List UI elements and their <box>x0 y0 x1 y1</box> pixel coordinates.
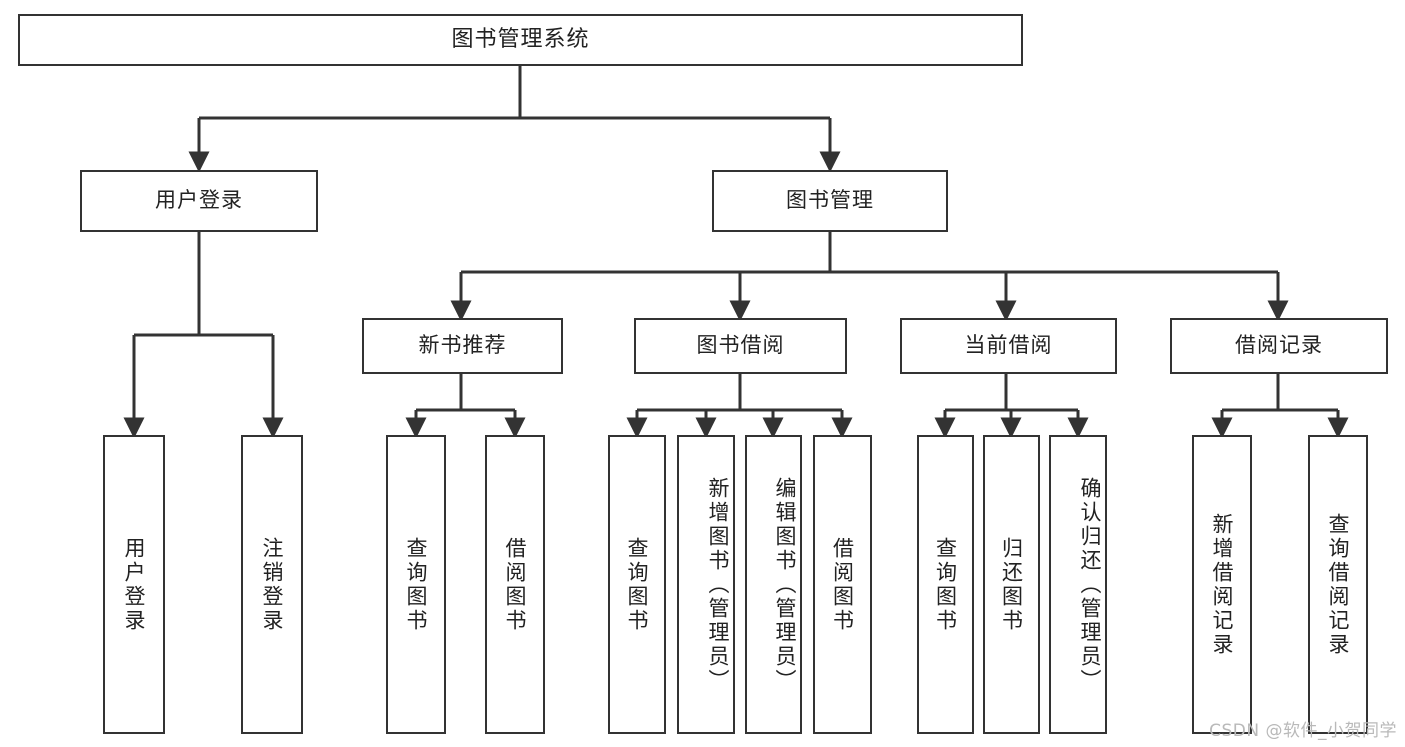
leaf-confirm-return-admin[interactable]: 确认归还（管理员） <box>1049 435 1107 734</box>
leaf-borrow-book-borrow[interactable]: 借阅图书 <box>813 435 872 734</box>
leaf-query-borrow-record[interactable]: 查询借阅记录 <box>1308 435 1368 734</box>
node-current-borrow[interactable]: 当前借阅 <box>900 318 1117 374</box>
leaf-logout[interactable]: 注销登录 <box>241 435 303 734</box>
leaf-borrow-book-newbook[interactable]: 借阅图书 <box>485 435 545 734</box>
leaf-add-borrow-record[interactable]: 新增借阅记录 <box>1192 435 1252 734</box>
node-new-book-recommend[interactable]: 新书推荐 <box>362 318 563 374</box>
node-user-login[interactable]: 用户登录 <box>80 170 318 232</box>
leaf-add-book-admin[interactable]: 新增图书（管理员） <box>677 435 735 734</box>
leaf-edit-book-admin[interactable]: 编辑图书（管理员） <box>745 435 802 734</box>
node-book-borrow[interactable]: 图书借阅 <box>634 318 847 374</box>
leaf-query-book-newbook[interactable]: 查询图书 <box>386 435 446 734</box>
node-book-management[interactable]: 图书管理 <box>712 170 948 232</box>
node-root-system[interactable]: 图书管理系统 <box>18 14 1023 66</box>
leaf-query-book-borrow[interactable]: 查询图书 <box>608 435 666 734</box>
leaf-user-login[interactable]: 用户登录 <box>103 435 165 734</box>
node-borrow-record[interactable]: 借阅记录 <box>1170 318 1388 374</box>
leaf-query-book-current[interactable]: 查询图书 <box>917 435 974 734</box>
leaf-return-book[interactable]: 归还图书 <box>983 435 1040 734</box>
watermark-text: CSDN @软件_小贺同学 <box>1209 721 1397 741</box>
